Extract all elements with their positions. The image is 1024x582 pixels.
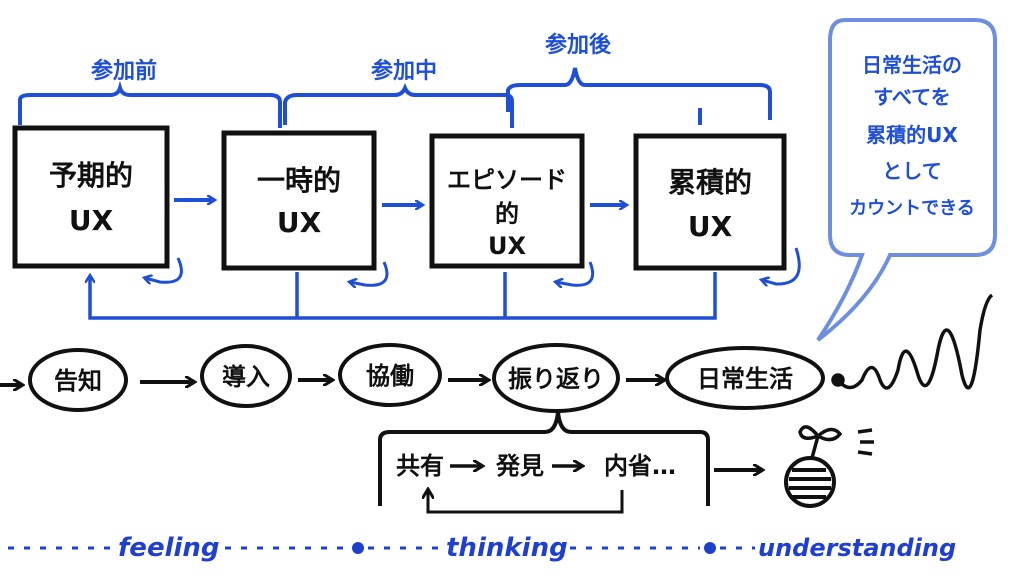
box-label-line2: UX — [69, 204, 114, 237]
spiral-icon — [831, 293, 994, 390]
flow-step-label: 日常生活 — [697, 365, 793, 393]
flow-step-announce: 告知 — [28, 348, 128, 412]
reflection-introspect: 内省… — [604, 452, 676, 480]
box-label-line1: エピソード — [447, 166, 567, 194]
sprout-icon — [798, 425, 874, 459]
phase-brace-during — [283, 82, 514, 128]
flow-step-daily-life: 日常生活 — [665, 346, 825, 410]
bubble-line: 累積的UX — [866, 123, 958, 147]
bubble-line: として — [882, 159, 941, 183]
box-label-line2: UX — [277, 206, 322, 239]
box-label-line1: 累積的 — [668, 166, 752, 199]
ux-box-episodic: エピソード 的 UX — [429, 133, 585, 269]
phase-label-before: 参加前 — [91, 58, 157, 84]
phase-label-after: 参加後 — [545, 32, 612, 58]
box-arrows — [174, 200, 626, 205]
reflection-bracket — [378, 411, 710, 506]
ux-box-anticipated: 予期的 UX — [12, 125, 170, 269]
box-label-line3: UX — [488, 232, 526, 260]
phase-brace-before — [18, 80, 282, 128]
flow-step-introduction: 導入 — [200, 344, 292, 408]
box-label-line1: 一時的 — [257, 164, 341, 197]
stage-thinking: thinking — [446, 533, 568, 563]
flow-step-label: 導入 — [222, 363, 270, 391]
seed-icon — [784, 456, 836, 508]
box-label-line2: 的 — [495, 200, 519, 228]
box-label-line1: 予期的 — [49, 159, 133, 192]
flow-step-label: 協働 — [366, 362, 414, 390]
stage-feeling: feeling — [118, 533, 220, 563]
stage-timeline — [8, 542, 755, 554]
speech-bubble: 日常生活の すべてを 累積的UX として カウントできる — [816, 18, 997, 342]
feedback-loop-line — [90, 272, 717, 320]
flow-step-reflection: 振り返り — [492, 343, 620, 413]
flow-step-label: 告知 — [54, 367, 102, 395]
bubble-line: カウントできる — [849, 198, 975, 219]
bubble-line: 日常生活の — [862, 53, 962, 77]
ux-box-momentary: 一時的 UX — [221, 130, 377, 271]
phase-brace-after — [506, 67, 772, 125]
phase-label-during: 参加中 — [371, 58, 437, 84]
flow-step-label: 振り返り — [508, 365, 604, 393]
reflection-return-arrow — [428, 490, 624, 514]
reflection-share: 共有 — [396, 452, 444, 480]
ux-box-cumulative: 累積的 UX — [633, 133, 787, 271]
bubble-line: すべてを — [873, 85, 950, 109]
flow-step-collaboration: 協働 — [338, 343, 442, 407]
box-label-line2: UX — [688, 210, 733, 243]
stage-understanding: understanding — [758, 534, 956, 562]
reflection-discover: 発見 — [495, 452, 544, 480]
self-loop-icons — [145, 247, 801, 285]
